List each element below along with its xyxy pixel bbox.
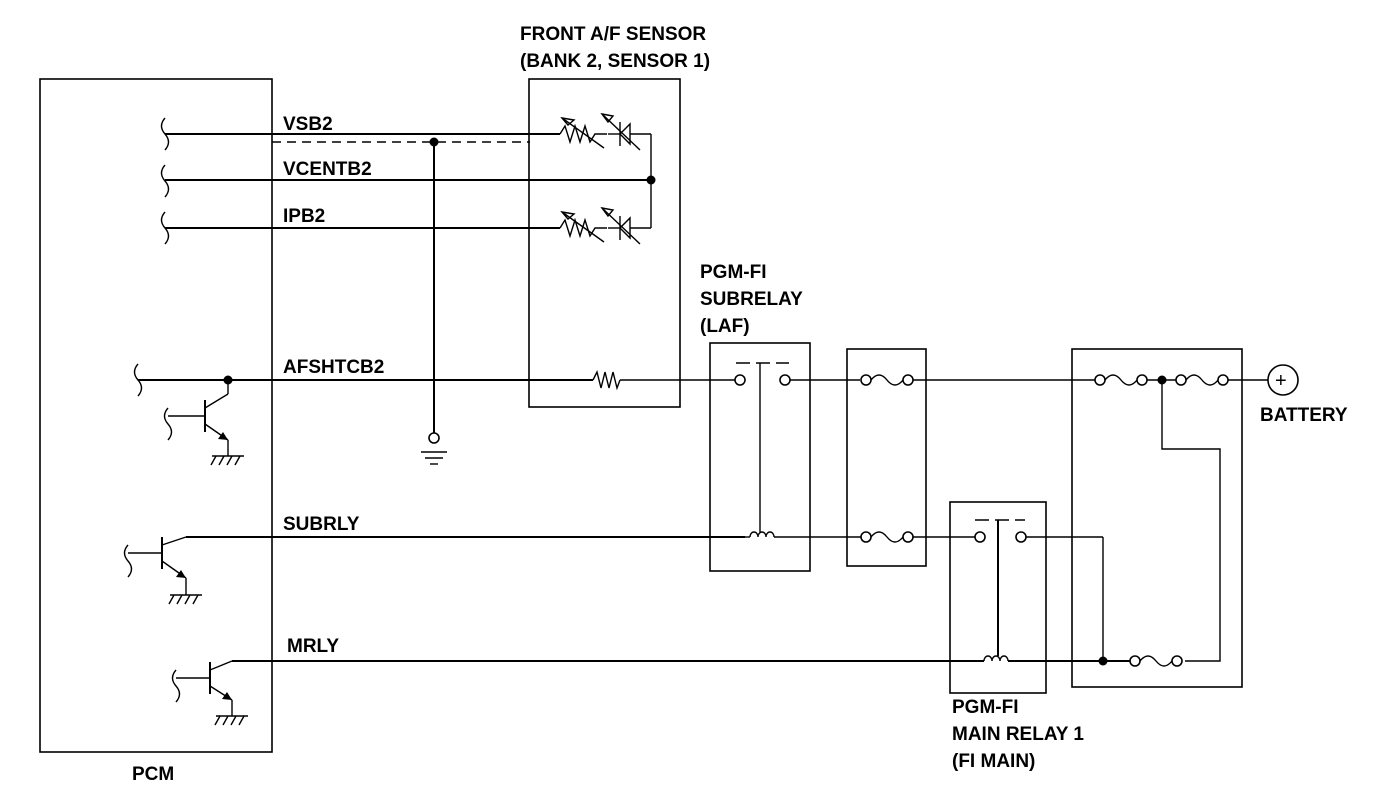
sensor-title-line1: FRONT A/F SENSOR bbox=[520, 24, 706, 45]
shield-ground-icon bbox=[421, 137, 447, 465]
wire-internal-loop bbox=[1161, 380, 1221, 662]
signal-label-afshtcb2: AFSHTCB2 bbox=[283, 357, 384, 378]
main-relay-label-line1: PGM-FI bbox=[952, 697, 1019, 718]
signal-label-mrly: MRLY bbox=[287, 636, 339, 657]
subrelay-label-line2: SUBRELAY bbox=[700, 289, 803, 310]
pcm-label: PCM bbox=[132, 764, 174, 785]
vcentb2-junction bbox=[646, 175, 656, 185]
mrly-transistor-icon bbox=[176, 660, 248, 726]
subrelay-label-line3: (LAF) bbox=[700, 316, 750, 337]
pcm-box bbox=[39, 78, 273, 753]
sensor-box bbox=[528, 78, 681, 408]
afshtcb2-transistor-icon bbox=[168, 380, 244, 466]
fi-main-fuse-icon bbox=[1129, 655, 1183, 667]
signal-label-vcentb2: VCENTB2 bbox=[283, 159, 372, 180]
sensor-cell-lower-icon bbox=[559, 206, 651, 245]
signal-label-ipb2: IPB2 bbox=[283, 206, 325, 227]
battery-label: BATTERY bbox=[1260, 405, 1348, 426]
fuse-box-middle bbox=[846, 348, 927, 567]
fuse-lower-icon bbox=[860, 531, 914, 543]
subrelay-box bbox=[709, 342, 811, 572]
subrelay-switch-icon bbox=[734, 362, 860, 532]
signal-label-subrly: SUBRLY bbox=[283, 514, 360, 535]
wire-break-symbols bbox=[123, 117, 181, 703]
fuse-upper-icon bbox=[860, 374, 914, 386]
main-relay-label-line2: MAIN RELAY 1 bbox=[952, 724, 1084, 745]
main-fuse-left-icon bbox=[1094, 374, 1148, 386]
main-relay-coil-icon bbox=[983, 655, 1132, 666]
main-relay-label-line3: (FI MAIN) bbox=[952, 751, 1035, 772]
subrelay-coil-icon bbox=[745, 531, 862, 538]
subrly-transistor-icon bbox=[128, 536, 202, 605]
sensor-title-line2: (BANK 2, SENSOR 1) bbox=[520, 51, 710, 72]
subrelay-label-line1: PGM-FI bbox=[700, 262, 767, 283]
main-relay-switch-icon bbox=[974, 519, 1104, 661]
battery-plus-symbol: + bbox=[1275, 370, 1287, 392]
signal-label-vsb2: VSB2 bbox=[283, 114, 333, 135]
sensor-cell-upper-icon bbox=[559, 112, 651, 151]
main-fuse-right-icon bbox=[1175, 374, 1229, 386]
main-relay-box bbox=[949, 501, 1047, 694]
battery-terminal-icon: + bbox=[1267, 364, 1299, 396]
heater-resistor-icon bbox=[592, 369, 621, 391]
fuse-box-right bbox=[1071, 348, 1243, 688]
